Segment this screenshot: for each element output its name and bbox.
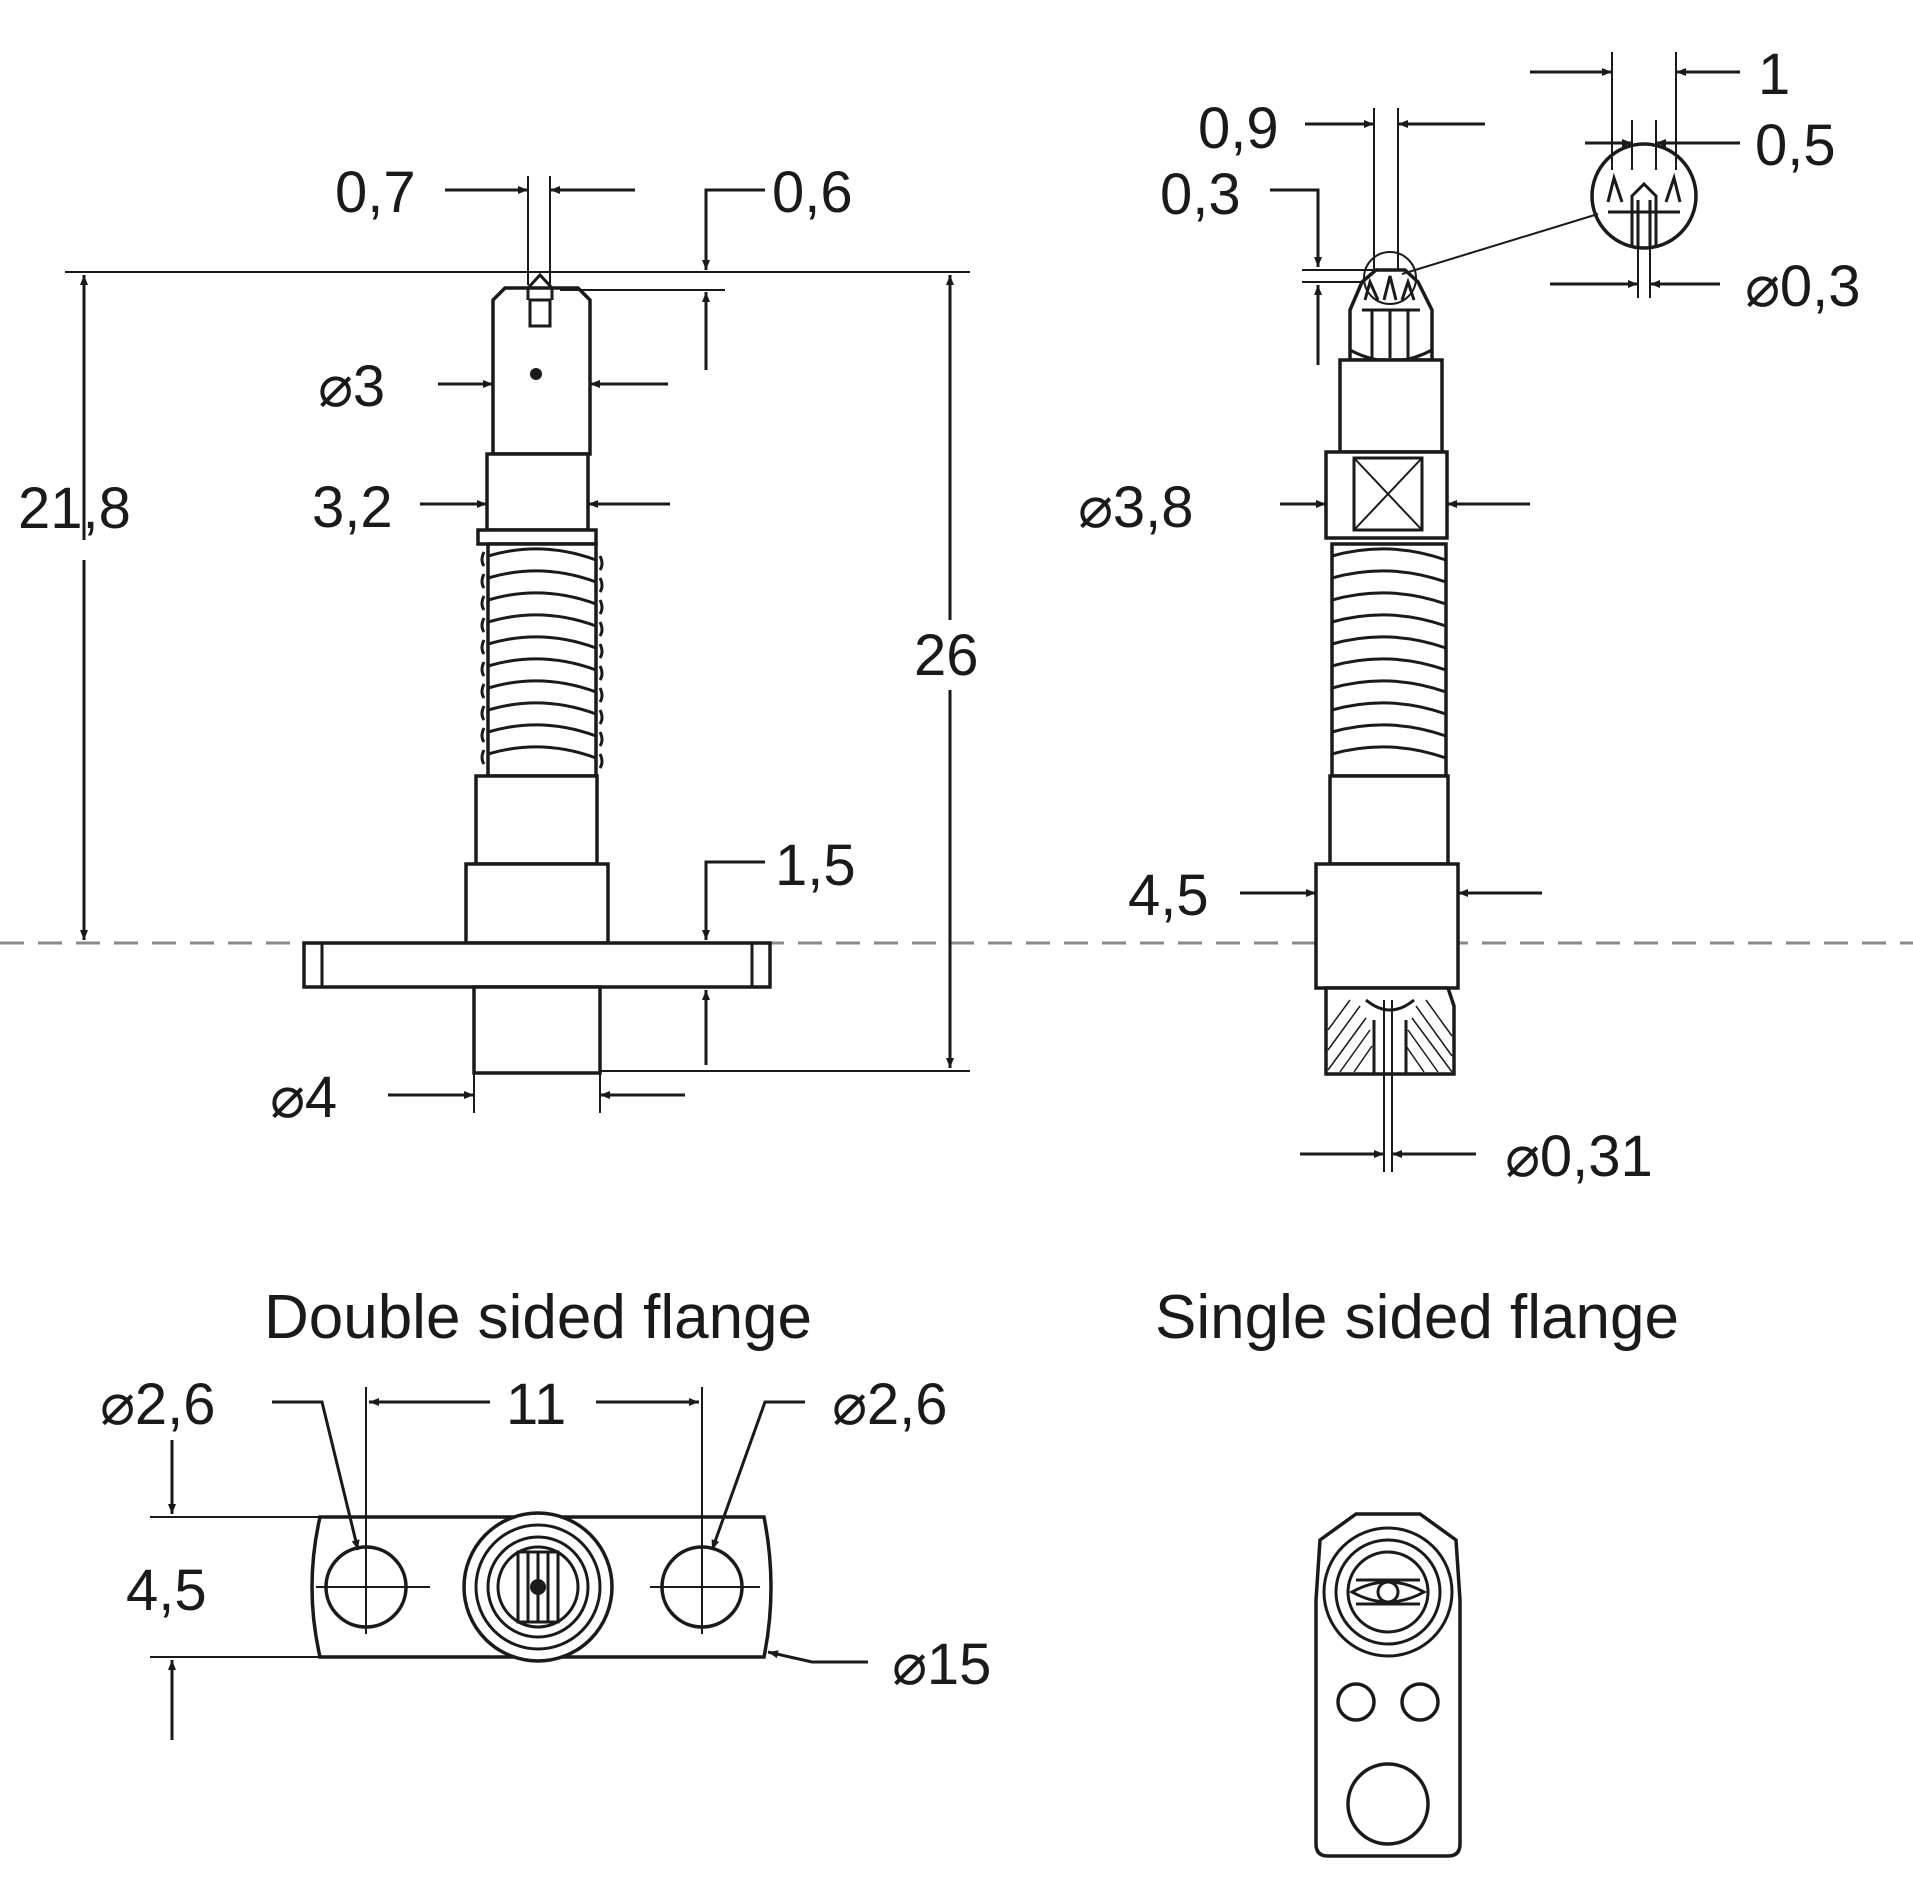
left-flange: [302, 941, 772, 989]
dim-wire-diameter: ⌀0,31: [1505, 1124, 1653, 1189]
dim-flange-height: 4,5: [126, 1558, 207, 1623]
single-small-hole-left: [1336, 1682, 1376, 1722]
dim-total-height: 26: [914, 623, 979, 688]
double-flange-top-view: 11 ⌀2,6 ⌀2,6 4,5 ⌀15: [100, 1372, 991, 1740]
caption-double-sided: Double sided flange: [264, 1283, 812, 1352]
single-small-hole-right: [1400, 1682, 1440, 1722]
dim-detail-outer: 1: [1758, 42, 1790, 107]
single-flange-plate: [1314, 1512, 1462, 1858]
single-large-hole: [1346, 1762, 1430, 1846]
single-center-probe: [1322, 1526, 1454, 1658]
right-lower-body: [1328, 774, 1450, 866]
dim-pin-diameter: ⌀4: [270, 1065, 337, 1130]
dim-flange-length: ⌀15: [892, 1632, 991, 1697]
tip-detail-bubble: [1590, 142, 1698, 250]
dim-overall-height: 21,8: [18, 476, 131, 541]
right-side-view: 0,9 0,3 1 0,5 ⌀0,3 ⌀3,8 4,5: [1078, 42, 1861, 1189]
dim-collar-width: 3,2: [312, 475, 393, 540]
caption-single-sided: Single sided flange: [1155, 1283, 1679, 1352]
left-lower-body: [474, 774, 599, 866]
right-hatched-nut: [1324, 986, 1456, 1076]
right-body-base: [1314, 862, 1460, 990]
dim-tip-diameter: ⌀3: [318, 354, 385, 419]
dim-body-width: 4,5: [1128, 863, 1209, 928]
left-tip-dot: [530, 368, 542, 380]
dim-flange-thickness: 1,5: [775, 833, 856, 898]
dim-tip-gap: 0,7: [335, 160, 416, 225]
tip-detail-crown: [1606, 172, 1682, 246]
left-spring: [480, 542, 604, 778]
left-collar: [485, 452, 590, 532]
dim-tip-height: 0,6: [772, 160, 853, 225]
dim-detail-inner: 0,5: [1755, 113, 1836, 178]
left-probe-tip: [491, 286, 592, 456]
right-spring: [1330, 542, 1448, 778]
single-flange-top-view: [1314, 1512, 1462, 1858]
left-bottom-pin: [472, 985, 602, 1075]
dim-collar-diameter: ⌀3,8: [1078, 475, 1194, 540]
dim-hole-right-diameter: ⌀2,6: [832, 1372, 948, 1437]
dim-hole-pitch: 11: [506, 1372, 566, 1437]
center-probe-top: [462, 1511, 614, 1663]
left-side-view: 0,7 0,6 21,8 26 ⌀3 3,2 1,5 ⌀4: [18, 160, 979, 1130]
dim-hole-left-diameter: ⌀2,6: [100, 1372, 216, 1437]
dim-crown-height: 0,3: [1160, 162, 1241, 227]
dim-crown-width: 0,9: [1198, 96, 1279, 161]
dim-detail-diameter: ⌀0,3: [1745, 254, 1861, 319]
